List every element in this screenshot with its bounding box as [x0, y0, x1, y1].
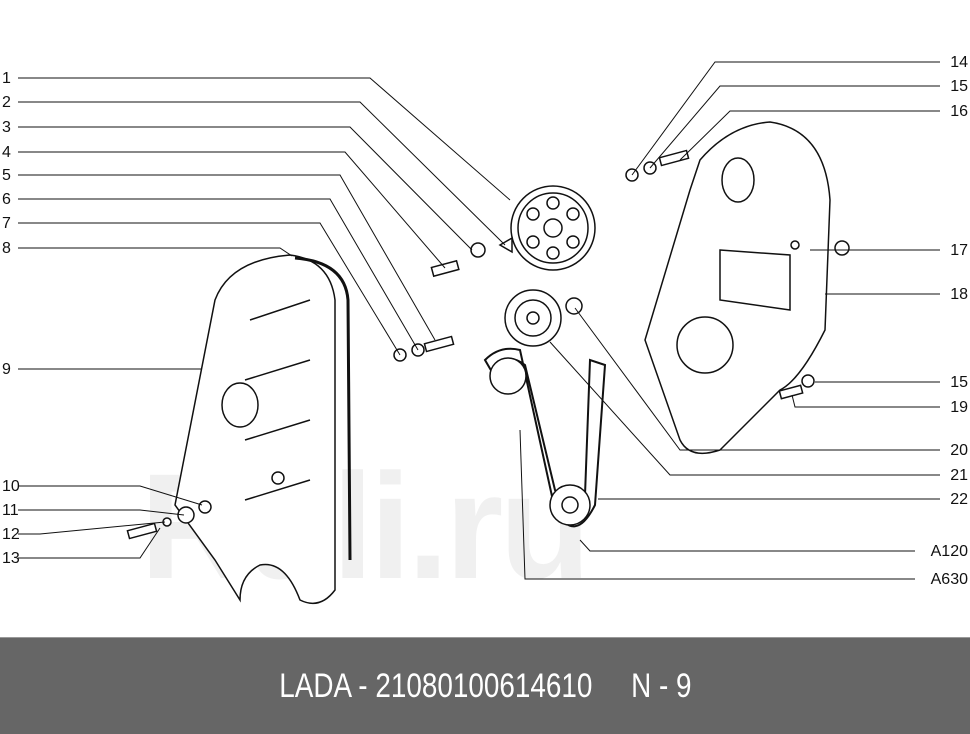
leader-line	[18, 77, 511, 201]
callout-label: A120	[931, 543, 968, 560]
gear-holes	[526, 196, 580, 260]
leader-line	[18, 198, 419, 351]
callout-label: 20	[950, 442, 968, 459]
leader-line	[519, 429, 915, 580]
leader-line	[18, 101, 506, 246]
leader-line	[18, 247, 293, 257]
leader-line	[18, 126, 473, 251]
callout-label: 10	[2, 478, 20, 495]
callout-label: 16	[950, 103, 968, 120]
leader-line	[18, 222, 401, 356]
callout-label: 6	[2, 191, 11, 208]
leader-line	[649, 85, 940, 169]
leader-line	[791, 394, 940, 408]
callout-label: 22	[950, 491, 968, 508]
callout-label: 17	[950, 242, 968, 259]
callout-label: 18	[950, 286, 968, 303]
callout-label: 13	[2, 550, 20, 567]
leader-line	[18, 151, 446, 269]
callout-label: 8	[2, 240, 11, 257]
leader-line	[18, 527, 161, 559]
leader-line	[574, 307, 940, 451]
callout-label: 15	[950, 78, 968, 95]
footer-bar: LADA - 21080100614610 N - 9	[0, 637, 970, 734]
leader-line	[549, 341, 940, 476]
cover-seal	[294, 256, 352, 561]
callout-label: 15	[950, 374, 968, 391]
leader-line	[18, 174, 436, 341]
leader-line	[579, 539, 915, 552]
leader-line	[679, 110, 940, 161]
callout-label: 21	[950, 467, 968, 484]
leader-line	[18, 521, 166, 535]
callout-label: 19	[950, 399, 968, 416]
callout-label: 5	[2, 167, 11, 184]
leader-line	[18, 509, 185, 516]
callout-label: 9	[2, 361, 11, 378]
timing-belt-diagram: 1234567891011121314151617181519202122A12…	[2, 54, 968, 605]
callout-label: 3	[2, 119, 11, 136]
leader-line	[631, 61, 940, 176]
callout-label: 12	[2, 526, 20, 543]
front-cover	[174, 254, 336, 605]
callout-label: 11	[2, 502, 19, 519]
callout-label: A630	[931, 571, 968, 588]
callout-label: 1	[2, 70, 11, 87]
callout-label: 7	[2, 215, 11, 232]
leader-line	[18, 485, 203, 506]
callout-label: 2	[2, 94, 11, 111]
part-number-caption: LADA - 21080100614610 N - 9	[278, 667, 692, 705]
callout-label: 4	[2, 144, 11, 161]
rear-cover	[644, 121, 831, 455]
callout-label: 14	[950, 54, 968, 71]
